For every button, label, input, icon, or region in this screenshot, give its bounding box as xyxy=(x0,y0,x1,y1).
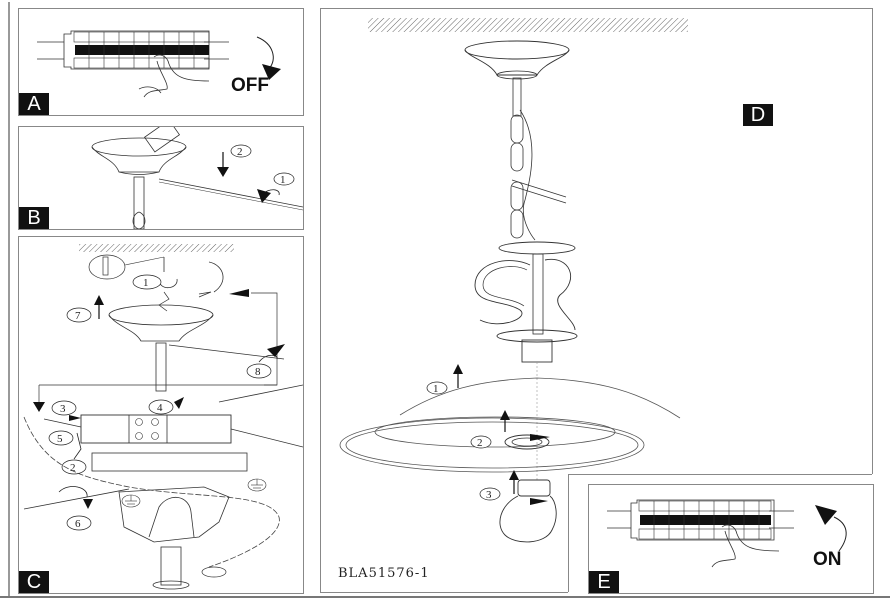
mounting-bracket xyxy=(118,486,230,543)
panel-c: 1 7 8 3 4 5 xyxy=(18,236,304,594)
panel-label-c: C xyxy=(19,571,49,593)
step-number-1: 1 xyxy=(280,174,286,186)
hand-icon xyxy=(138,54,210,98)
terminal-block xyxy=(80,414,232,444)
canopy-screw-illustration: 2 1 xyxy=(91,127,303,229)
wires-icon xyxy=(198,261,224,298)
panel-label-b: B xyxy=(19,207,49,229)
step-number-5: 5 xyxy=(57,433,63,445)
screwdriver-icon xyxy=(218,384,303,403)
step-number-7: 7 xyxy=(75,310,81,322)
wiring-illustration: 1 7 8 3 4 5 xyxy=(23,244,303,590)
on-label: ON xyxy=(813,549,842,570)
breaker-on-illustration xyxy=(607,499,847,568)
off-label: OFF xyxy=(231,75,269,96)
page-bottom-rule xyxy=(0,596,890,598)
screwdriver-icon xyxy=(158,178,303,208)
panel-label-d: D xyxy=(743,104,773,126)
breaker-row xyxy=(73,31,210,69)
step-number-3: 3 xyxy=(60,403,66,415)
screwdriver-icon xyxy=(168,344,285,360)
panel-d-right-border xyxy=(872,8,873,474)
breaker-row xyxy=(638,500,772,540)
ceiling-hatch xyxy=(79,244,234,252)
panel-e: ON E xyxy=(588,484,874,594)
rotate-up-arrow-icon xyxy=(833,516,847,552)
model-code: BLA51576-1 xyxy=(338,566,430,581)
terminal-cover xyxy=(91,452,248,472)
step-number-4: 4 xyxy=(157,402,163,414)
panel-d-inner-border xyxy=(568,474,872,475)
step-number-2: 2 xyxy=(70,462,76,474)
panel-label-a: A xyxy=(19,93,49,115)
breaker-off-illustration xyxy=(37,30,281,98)
earth-ground-icon xyxy=(247,478,267,492)
earth-ground-icon xyxy=(121,494,141,508)
left-column-frame xyxy=(8,2,306,596)
canopy xyxy=(108,304,214,326)
rotate-down-arrow-icon xyxy=(256,36,274,70)
step-number-2: 2 xyxy=(237,146,243,158)
hand-icon xyxy=(711,524,780,568)
ceiling-hook-icon xyxy=(158,257,178,289)
wall-plug-detail-icon xyxy=(88,254,126,280)
screwdriver-icon xyxy=(23,488,130,510)
panel-b: 2 1 B xyxy=(18,126,304,230)
panel-d-bottom-border xyxy=(320,592,568,593)
step-number-1: 1 xyxy=(143,277,149,289)
panel-d-inner-left-border xyxy=(568,474,569,592)
down-arrow-icon xyxy=(33,402,45,412)
panel-label-e: E xyxy=(589,571,619,593)
panel-a: OFF A xyxy=(18,8,304,116)
step-number-6: 6 xyxy=(75,518,81,530)
step-number-8: 8 xyxy=(255,366,261,378)
